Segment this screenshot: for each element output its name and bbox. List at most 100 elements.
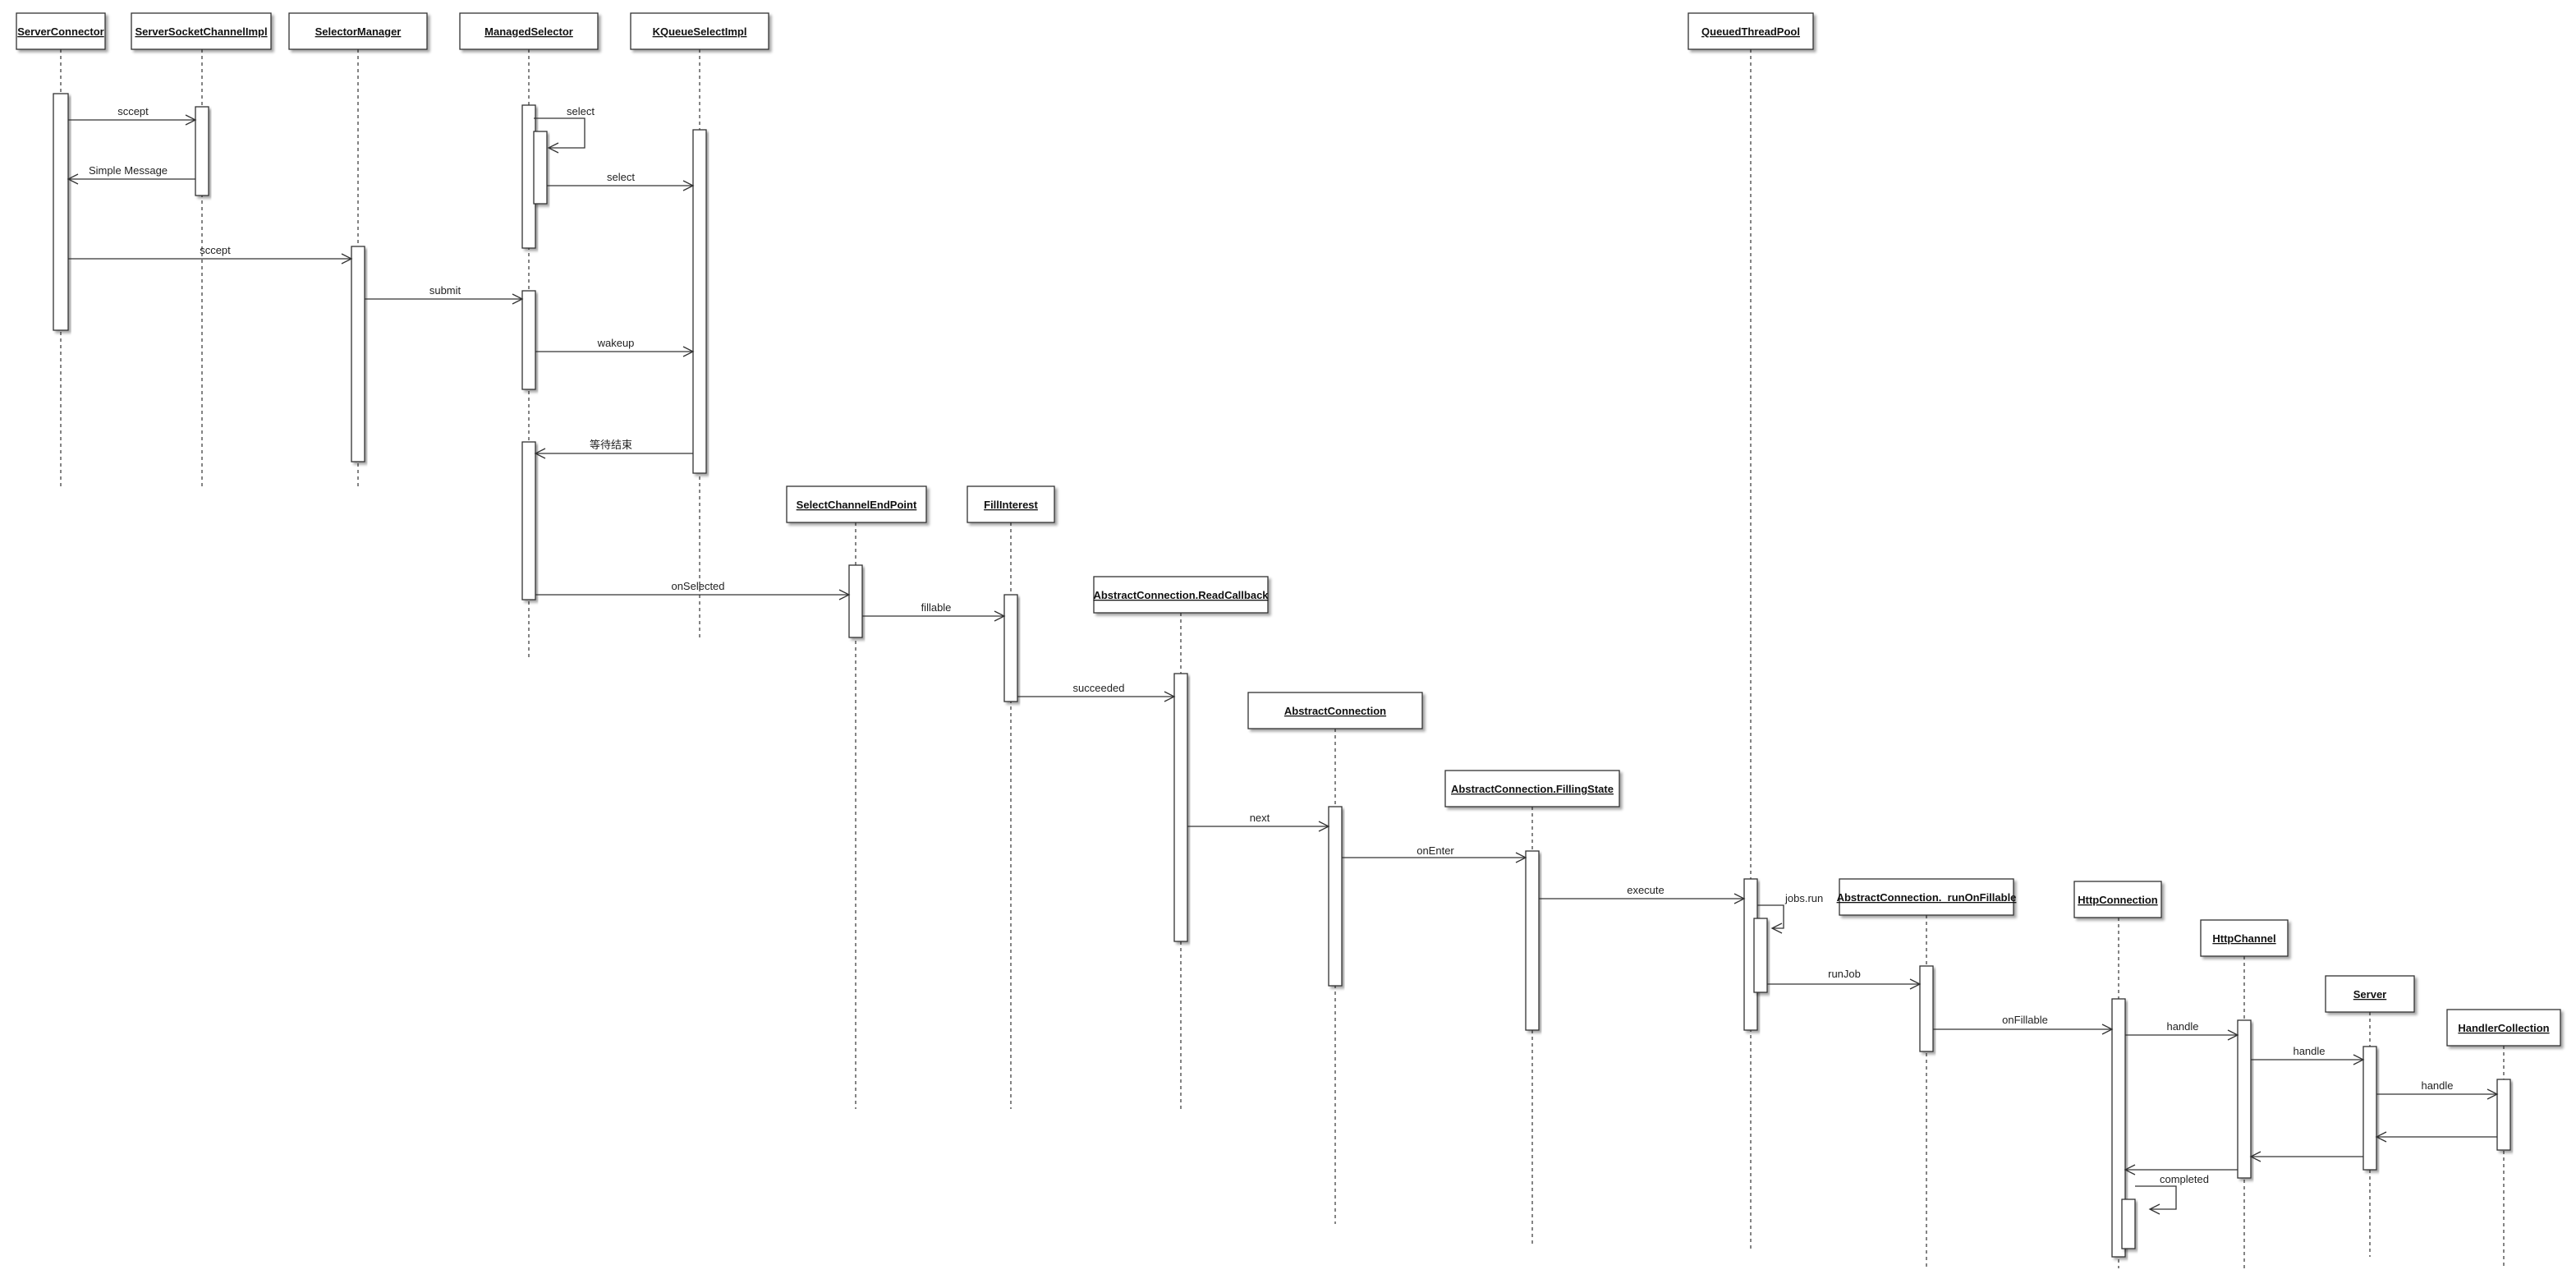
participant-box-ServerConnector xyxy=(16,12,106,50)
activation-bar xyxy=(848,564,863,638)
arrowhead xyxy=(341,253,353,265)
arrowhead xyxy=(534,448,546,459)
activation-bar xyxy=(1328,806,1343,987)
message-label: completed xyxy=(2160,1173,2209,1185)
arrowhead xyxy=(185,114,197,126)
arrowhead xyxy=(2375,1131,2387,1143)
message-label: 等待结束 xyxy=(590,439,632,451)
arrowhead xyxy=(838,589,851,600)
participant-label-HandlerCollection: HandlerCollection xyxy=(2458,1022,2549,1034)
participant-label-FillInterest: FillInterest xyxy=(984,499,1038,511)
activation-bar xyxy=(2121,1198,2136,1249)
activation-bar xyxy=(521,290,536,390)
message-arrow-self xyxy=(534,117,585,149)
participant-box-Server xyxy=(2325,975,2415,1013)
message-label: execute xyxy=(1627,884,1665,896)
message-label: select xyxy=(607,171,635,183)
participant-box-RunOnFillable xyxy=(1839,878,2014,916)
arrowhead xyxy=(2101,1024,2114,1035)
participant-label-FillingState: AbstractConnection.FillingState xyxy=(1451,783,1614,795)
arrowhead xyxy=(2227,1029,2239,1041)
message-label: wakeup xyxy=(597,337,635,349)
message-label: Simple Message xyxy=(89,164,168,177)
activation-bar xyxy=(692,129,707,474)
participant-box-QueuedThreadPool xyxy=(1687,12,1814,50)
message-label: handle xyxy=(2421,1079,2453,1092)
arrowhead xyxy=(67,173,79,185)
participant-label-RunOnFillable: AbstractConnection._runOnFillable xyxy=(1837,891,2017,904)
arrowhead xyxy=(682,180,695,191)
participant-box-FillInterest xyxy=(967,485,1055,523)
participant-box-SelectorManager xyxy=(288,12,428,50)
participant-label-ReadCallback: AbstractConnection.ReadCallback xyxy=(1093,589,1269,601)
message-label: next xyxy=(1250,812,1270,824)
participant-box-ServerSocketChannelImpl xyxy=(131,12,272,50)
message-label: sccept xyxy=(200,244,231,256)
message-label: submit xyxy=(429,284,461,297)
arrowhead xyxy=(2148,1203,2160,1215)
message-label: runJob xyxy=(1828,968,1861,980)
arrowhead xyxy=(2249,1151,2261,1162)
participant-box-ReadCallback xyxy=(1093,576,1269,614)
message-label: jobs.run xyxy=(1784,892,1823,904)
activation-bar xyxy=(533,131,548,205)
message-label: sccept xyxy=(117,105,149,117)
participant-box-ManagedSelector xyxy=(459,12,599,50)
message-label: onFillable xyxy=(2002,1014,2048,1026)
message-label: select xyxy=(567,105,595,117)
participant-label-ServerSocketChannelImpl: ServerSocketChannelImpl xyxy=(135,25,267,38)
message-arrow-self xyxy=(2135,1185,2177,1210)
participant-box-KQueueSelectImpl xyxy=(630,12,769,50)
arrowhead xyxy=(2124,1164,2136,1175)
arrowhead xyxy=(547,142,559,154)
arrowhead xyxy=(682,346,695,357)
arrowhead xyxy=(994,610,1006,622)
activation-bar xyxy=(1003,594,1018,702)
message-label: handle xyxy=(2293,1045,2325,1057)
message-arrow-self xyxy=(1757,904,1784,929)
activation-bar xyxy=(1173,673,1188,942)
arrowhead xyxy=(1733,893,1746,904)
activation-bar xyxy=(2362,1046,2377,1171)
participant-box-HandlerCollection xyxy=(2446,1009,2561,1047)
participant-label-HttpConnection: HttpConnection xyxy=(2078,894,2158,906)
participant-label-SelectChannelEndPoint: SelectChannelEndPoint xyxy=(797,499,917,511)
activation-bar xyxy=(521,441,536,600)
arrowhead xyxy=(1318,821,1330,832)
participant-label-Server: Server xyxy=(2353,988,2386,1001)
activation-bar xyxy=(2111,998,2126,1258)
participant-box-HttpChannel xyxy=(2200,919,2289,957)
message-label: handle xyxy=(2166,1020,2198,1033)
message-label: succeeded xyxy=(1073,682,1125,694)
arrowhead xyxy=(2486,1088,2499,1100)
participant-label-KQueueSelectImpl: KQueueSelectImpl xyxy=(653,25,747,38)
arrowhead xyxy=(2353,1054,2365,1065)
participant-label-AbstractConnection: AbstractConnection xyxy=(1284,705,1386,717)
participant-box-SelectChannelEndPoint xyxy=(786,485,927,523)
activation-bar xyxy=(1753,918,1768,993)
arrowhead xyxy=(1515,852,1527,863)
activation-bar xyxy=(195,106,209,196)
arrowhead xyxy=(1770,922,1783,934)
activation-bar xyxy=(1919,965,1934,1052)
participant-box-HttpConnection xyxy=(2073,881,2162,918)
participant-label-SelectorManager: SelectorManager xyxy=(315,25,402,38)
message-label: onEnter xyxy=(1417,844,1454,857)
participant-box-FillingState xyxy=(1444,770,1620,807)
arrowhead xyxy=(1909,978,1922,990)
participant-label-HttpChannel: HttpChannel xyxy=(2212,932,2275,945)
activation-bar xyxy=(1525,850,1540,1031)
message-label: fillable xyxy=(921,601,952,614)
message-label: onSelected xyxy=(671,580,724,592)
activation-bar xyxy=(2496,1079,2511,1151)
activation-bar xyxy=(351,246,365,462)
participant-label-ManagedSelector: ManagedSelector xyxy=(484,25,573,38)
participant-label-ServerConnector: ServerConnector xyxy=(17,25,103,38)
participant-box-AbstractConnection xyxy=(1247,692,1423,729)
arrowhead xyxy=(512,293,524,305)
activation-bar xyxy=(53,93,69,331)
participant-label-QueuedThreadPool: QueuedThreadPool xyxy=(1701,25,1800,38)
arrowhead xyxy=(1164,691,1176,702)
activation-bar xyxy=(2237,1019,2252,1179)
